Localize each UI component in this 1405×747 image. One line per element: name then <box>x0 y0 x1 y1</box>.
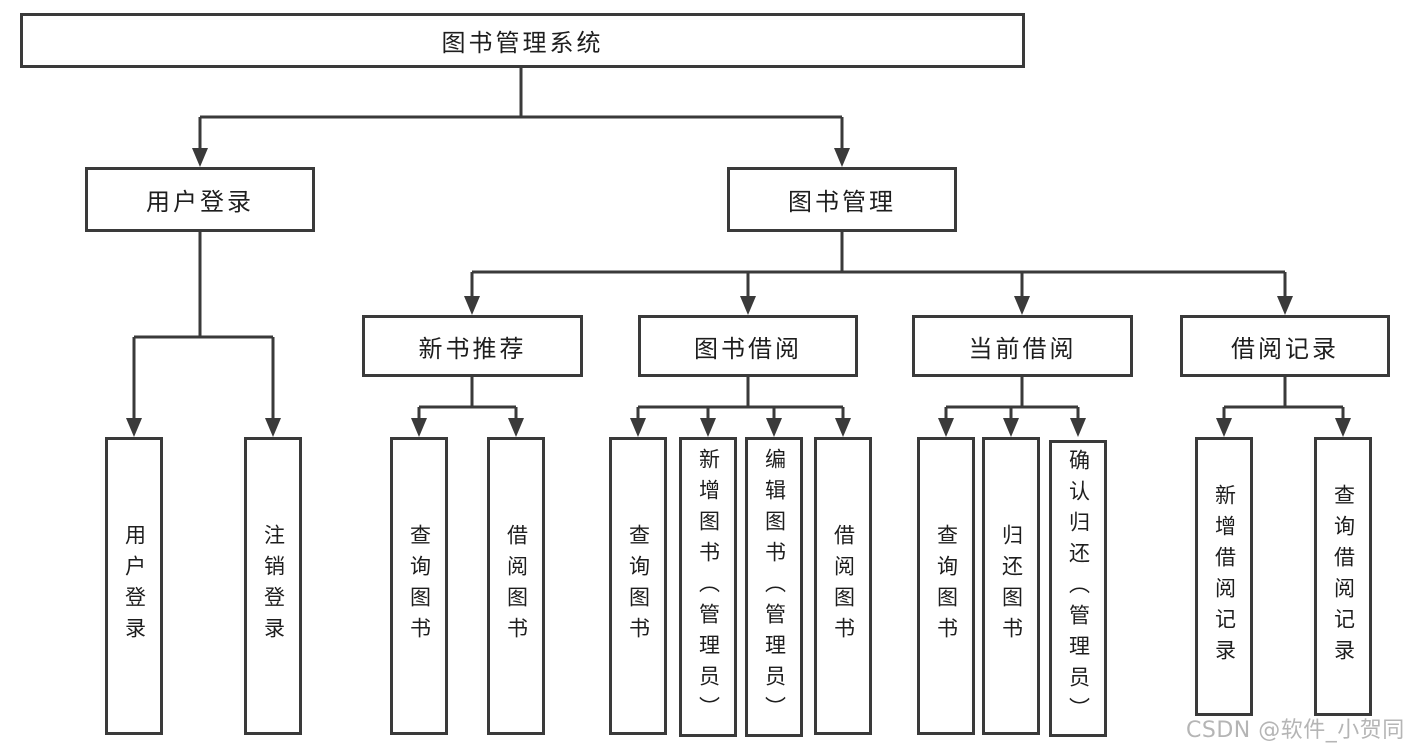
leaf-logout: 注销登录 <box>244 437 302 735</box>
leaf-query-books-recommend: 查询图书 <box>390 437 448 735</box>
leaf-add-borrow-record-label: 新增借阅记录 <box>1212 483 1237 670</box>
leaf-borrow-books-recommend: 借阅图书 <box>487 437 545 735</box>
watermark: CSDN @软件_小贺同学 <box>1186 718 1405 743</box>
edge-root-to-level1 <box>192 68 850 167</box>
leaf-query-books-borrowing: 查询图书 <box>609 437 667 735</box>
node-user-login: 用户登录 <box>85 167 315 232</box>
leaf-logout-label: 注销登录 <box>261 524 286 648</box>
edge-current-borrowing-children <box>938 377 1086 437</box>
leaf-add-book-admin: 新增图书（管理员） <box>679 437 737 737</box>
arrowhead-icon <box>938 418 954 437</box>
arrowhead-icon <box>508 418 524 437</box>
node-book-borrowing: 图书借阅 <box>638 315 858 377</box>
leaf-user-login: 用户登录 <box>105 437 163 735</box>
leaf-return-books: 归还图书 <box>982 437 1040 735</box>
leaf-query-books-current: 查询图书 <box>917 437 975 735</box>
node-borrowing-records-label: 借阅记录 <box>1231 334 1339 363</box>
node-current-borrowing-label: 当前借阅 <box>968 334 1077 363</box>
leaf-query-books-recommend-label: 查询图书 <box>407 524 432 648</box>
leaf-add-book-admin-label: 新增图书（管理员） <box>696 447 721 727</box>
edge-book-management-children <box>464 232 1293 315</box>
leaf-confirm-return-admin: 确认归还（管理员） <box>1049 440 1107 737</box>
arrowhead-icon <box>265 418 281 437</box>
arrowhead-icon <box>126 418 142 437</box>
node-user-login-label: 用户登录 <box>146 188 254 216</box>
arrowhead-icon <box>740 296 756 315</box>
node-book-management-label: 图书管理 <box>788 188 896 216</box>
edge-new-book-children <box>411 377 524 437</box>
arrowhead-icon <box>1070 418 1086 437</box>
leaf-borrow-books-label: 借阅图书 <box>831 524 856 648</box>
leaf-query-books-current-label: 查询图书 <box>934 524 959 648</box>
node-new-book-recommendation: 新书推荐 <box>362 315 583 377</box>
edge-book-borrowing-children <box>630 377 851 437</box>
arrowhead-icon <box>766 418 782 437</box>
node-library-system-label: 图书管理系统 <box>441 29 604 57</box>
leaf-user-login-label: 用户登录 <box>122 524 147 648</box>
arrowhead-icon <box>1216 418 1232 437</box>
arrowhead-icon <box>700 418 716 437</box>
node-book-management: 图书管理 <box>727 167 957 232</box>
leaf-return-books-label: 归还图书 <box>999 524 1024 648</box>
node-book-borrowing-label: 图书借阅 <box>694 334 802 363</box>
arrowhead-icon <box>411 418 427 437</box>
arrowhead-icon <box>192 148 208 167</box>
node-borrowing-records: 借阅记录 <box>1180 315 1390 377</box>
node-new-book-recommendation-label: 新书推荐 <box>418 334 527 363</box>
leaf-edit-book-admin: 编辑图书（管理员） <box>745 437 803 737</box>
arrowhead-icon <box>835 418 851 437</box>
leaf-edit-book-admin-label: 编辑图书（管理员） <box>762 447 787 727</box>
leaf-confirm-return-admin-label: 确认归还（管理员） <box>1066 449 1091 728</box>
leaf-query-books-borrowing-label: 查询图书 <box>626 524 651 648</box>
leaf-query-borrow-record: 查询借阅记录 <box>1314 437 1372 716</box>
leaf-borrow-books-recommend-label: 借阅图书 <box>504 524 529 648</box>
node-current-borrowing: 当前借阅 <box>912 315 1133 377</box>
arrowhead-icon <box>1003 418 1019 437</box>
arrowhead-icon <box>1277 296 1293 315</box>
leaf-borrow-books: 借阅图书 <box>814 437 872 735</box>
arrowhead-icon <box>1014 296 1030 315</box>
node-library-system: 图书管理系统 <box>20 13 1025 68</box>
arrowhead-icon <box>630 418 646 437</box>
leaf-add-borrow-record: 新增借阅记录 <box>1195 437 1253 716</box>
arrowhead-icon <box>464 296 480 315</box>
arrowhead-icon <box>834 148 850 167</box>
edge-borrowing-records-children <box>1216 377 1351 437</box>
arrowhead-icon <box>1335 418 1351 437</box>
edge-user-login-children <box>126 232 281 437</box>
leaf-query-borrow-record-label: 查询借阅记录 <box>1331 483 1356 670</box>
